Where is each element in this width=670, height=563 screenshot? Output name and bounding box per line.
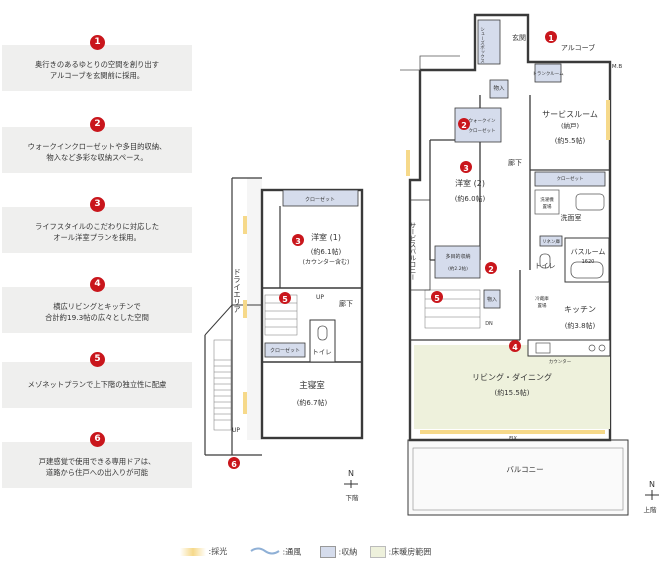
upper-floor-plan — [400, 13, 659, 516]
feature-text: メゾネットプランで上下階の独立性に配慮 — [27, 380, 167, 389]
multi-storage-size: (約2.2帖) — [448, 265, 468, 272]
lower-floor-label: 下階 — [346, 493, 360, 502]
stair-up-label: UP — [232, 427, 240, 434]
living-dining-name: リビング・ダイニング — [472, 372, 552, 382]
north-label: N — [649, 480, 655, 489]
feature-number-badge: 6 — [90, 432, 105, 447]
multi-storage-name: 多目的収納 — [445, 253, 470, 260]
storage-label: 物入 — [493, 84, 505, 92]
badge-2b: 2 — [488, 265, 494, 274]
fix-window-label: FIX — [509, 436, 517, 442]
legend-heating: :床暖房範囲 — [370, 546, 431, 558]
service-room-size: (約5.5帖) — [555, 136, 586, 145]
corridor-label: 廊下 — [508, 158, 522, 167]
closet-label: クローゼット — [557, 175, 584, 182]
feature-card-1: 1 奥行きのあるゆとりの空間を創り出す アルコーブを玄関前に採用。 — [2, 35, 192, 91]
hall-label: 廊下 — [339, 299, 353, 308]
feature-number-badge: 4 — [90, 277, 105, 292]
legend-heating-label: :床暖房範囲 — [388, 547, 432, 557]
badge-3-upper: 3 — [463, 164, 469, 173]
feature-text: ライフスタイルのこだわりに対応した オール洋室プランを採用。 — [34, 222, 160, 242]
closet-label: クローゼット — [305, 196, 335, 203]
master-bedroom-size: (約6.7帖) — [297, 398, 328, 407]
feature-card-6: 6 戸建感覚で使用できる専用ドアは、 道路から住戸への出入りが可能 — [2, 432, 192, 488]
badge-1: 1 — [548, 34, 554, 43]
feature-card-4: 4 横広リビングとキッチンで 合計約19.3帖の広々とした空間 — [2, 277, 192, 333]
service-balcony-label: サービスバルコニー — [408, 222, 416, 281]
legend-light-label: :採光 — [208, 547, 228, 556]
badge-2a: 2 — [461, 121, 467, 130]
room1-note: (カウンター含む) — [303, 258, 350, 266]
shoebox-label: シューズボックス — [480, 27, 485, 63]
room2-name: 洋室 (2) — [455, 178, 485, 188]
fridge-label-2: 置場 — [538, 302, 547, 309]
mb-label: M.B — [612, 64, 622, 70]
trunk-room-label: トランクルーム — [532, 71, 564, 77]
feature-card-2: 2 ウォークインクローゼットや多目的収納、 物入など多彩な収納スペース。 — [2, 117, 192, 173]
badge-6: 6 — [231, 460, 237, 469]
room1-size: (約6.1帖) — [311, 247, 342, 256]
toilet-label: トイレ — [312, 348, 332, 356]
upper-floor-label: 上階 — [644, 505, 658, 514]
closet-label: クローゼット — [270, 347, 300, 354]
badge-4: 4 — [512, 343, 518, 352]
entrance-label: 玄関 — [512, 33, 526, 42]
washer-label-1: 洗濯機 — [540, 196, 554, 203]
badge-5-upper: 5 — [434, 294, 440, 303]
counter-label: カウンター — [549, 358, 572, 365]
badge-5-lower: 5 — [282, 295, 288, 304]
legend-storage: :収納 — [320, 546, 357, 558]
feature-text: 横広リビングとキッチンで 合計約19.3帖の広々とした空間 — [45, 302, 149, 322]
room2-size: (約6.0帖) — [455, 194, 486, 203]
feature-number-badge: 2 — [90, 117, 105, 132]
north-label: N — [348, 469, 354, 478]
storage-label: 物入 — [487, 296, 497, 303]
feature-text: 奥行きのあるゆとりの空間を創り出す アルコーブを玄関前に採用。 — [34, 60, 160, 80]
badge-3-lower: 3 — [295, 237, 301, 246]
toilet-label: トイレ — [535, 262, 556, 270]
bathroom-name: バスルーム — [571, 248, 606, 256]
master-bedroom-name: 主寝室 — [299, 380, 325, 391]
lower-floor-plan — [204, 177, 364, 488]
linen-label: リネン庫 — [542, 238, 560, 245]
heating-swatch-icon — [370, 546, 386, 558]
feature-number-badge: 3 — [90, 197, 105, 212]
bathroom-size: 1620 — [582, 259, 595, 265]
legend-storage-label: :収納 — [338, 547, 358, 557]
kitchen-size: (約3.8帖) — [565, 321, 596, 330]
wic-label-1: ウォークイン — [469, 117, 496, 124]
feature-text: 戸建感覚で使用できる専用ドアは、 道路から住戸への出入りが可能 — [38, 457, 156, 477]
washer-label-2: 置場 — [543, 203, 552, 210]
service-room-note: (納戸) — [561, 121, 579, 130]
service-room-name: サービスルーム — [542, 110, 598, 119]
drive-area-label: ドライエリア — [233, 268, 242, 313]
fridge-label-1: 冷蔵庫 — [535, 295, 549, 302]
living-dining-size: (約15.5帖) — [494, 388, 529, 397]
plan-badges — [228, 31, 557, 469]
feature-card-3: 3 ライフスタイルのこだわりに対応した オール洋室プランを採用。 — [2, 197, 192, 253]
light-swatch-icon — [180, 547, 206, 556]
washroom-label: 洗面室 — [561, 213, 582, 222]
feature-number-badge: 1 — [90, 35, 105, 50]
storage-swatch-icon — [320, 546, 336, 558]
legend-wind: :通風 — [250, 546, 301, 558]
stair-up-label: UP — [316, 294, 324, 301]
balcony-label: バルコニー — [506, 465, 543, 474]
legend-light: :採光 — [180, 546, 227, 558]
stair-down-label: DN — [485, 321, 493, 327]
alcove-label: アルコーブ — [561, 43, 595, 52]
kitchen-name: キッチン — [564, 305, 596, 314]
feature-number-badge: 5 — [90, 352, 105, 367]
feature-text: ウォークインクローゼットや多目的収納、 物入など多彩な収納スペース。 — [27, 142, 167, 162]
room1-name: 洋室 (1) — [311, 232, 341, 242]
legend-wind-label: :通風 — [282, 547, 302, 557]
wic-label-2: クローゼット — [469, 127, 496, 134]
wind-swatch-icon — [250, 546, 280, 558]
feature-card-5: 5 メゾネットプランで上下階の独立性に配慮 — [2, 352, 192, 408]
